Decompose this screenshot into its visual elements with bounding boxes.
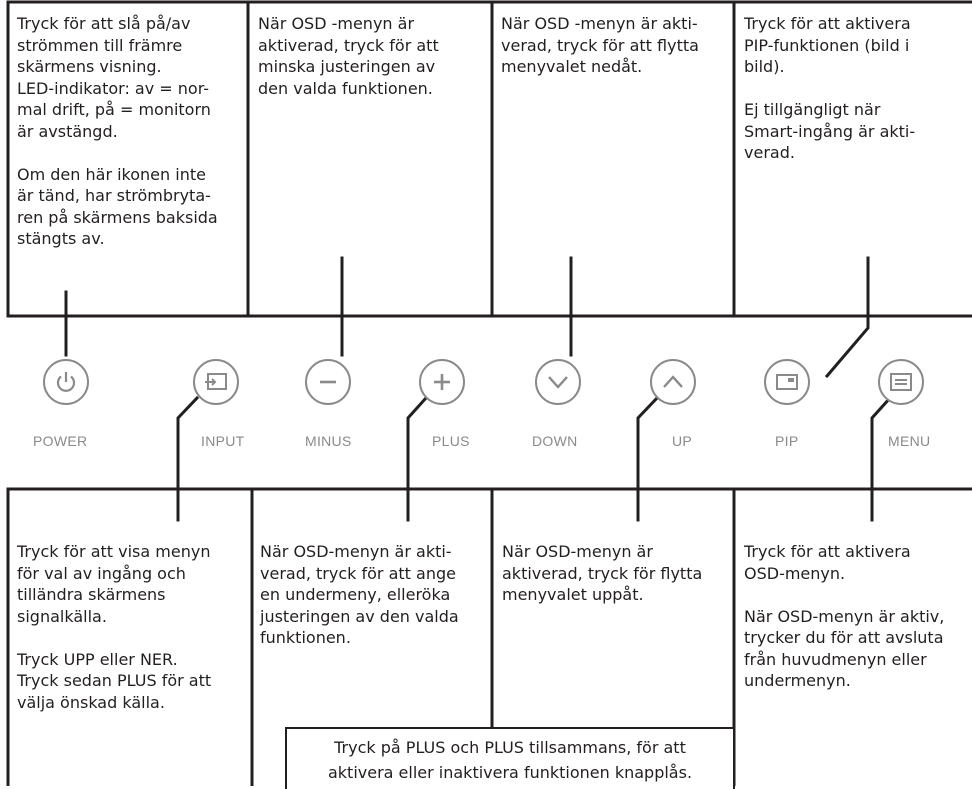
chevron-up-icon xyxy=(663,375,683,388)
up-note: När OSD-menyn är aktiverad, tryck för fl… xyxy=(502,542,703,604)
plus-label: PLUS xyxy=(432,433,470,449)
down-label: DOWN xyxy=(532,433,578,449)
menu-button[interactable] xyxy=(878,359,924,405)
power-note: Tryck för att slå på/av strömmen till fr… xyxy=(17,14,218,248)
plus-button[interactable] xyxy=(419,359,465,405)
down-note: När OSD -menyn är akti- verad, tryck för… xyxy=(501,14,699,76)
menu-note: Tryck för att aktivera OSD-menyn. När OS… xyxy=(744,542,945,690)
key-lock-text: Tryck på PLUS och PLUS tillsammans, för … xyxy=(327,738,693,782)
pip-button[interactable] xyxy=(764,359,810,405)
input-icon xyxy=(205,373,227,390)
minus-icon xyxy=(320,380,336,384)
menu-icon xyxy=(890,373,912,391)
up-button[interactable] xyxy=(650,359,696,405)
minus-note: När OSD -menyn är aktiverad, tryck för a… xyxy=(258,14,439,98)
key-lock-note: Tryck på PLUS och PLUS tillsammans, för … xyxy=(285,727,735,789)
menu-label: MENU xyxy=(888,433,931,449)
pip-icon xyxy=(776,374,798,390)
power-button[interactable] xyxy=(43,359,89,405)
plus-note: När OSD-menyn är akti- verad, tryck för … xyxy=(260,542,459,647)
minus-label: MINUS xyxy=(305,433,352,449)
up-label: UP xyxy=(672,433,693,449)
chevron-down-icon xyxy=(548,376,568,389)
pip-label: PIP xyxy=(775,433,799,449)
input-label: INPUT xyxy=(201,433,245,449)
input-button[interactable] xyxy=(193,359,239,405)
plus-icon xyxy=(434,374,450,390)
down-button[interactable] xyxy=(535,359,581,405)
power-icon xyxy=(56,372,76,392)
input-note: Tryck för att visa menyn för val av ingå… xyxy=(17,542,212,712)
power-label: POWER xyxy=(33,433,88,449)
minus-button[interactable] xyxy=(305,359,351,405)
pip-note: Tryck för att aktivera PIP-funktionen (b… xyxy=(744,14,916,162)
